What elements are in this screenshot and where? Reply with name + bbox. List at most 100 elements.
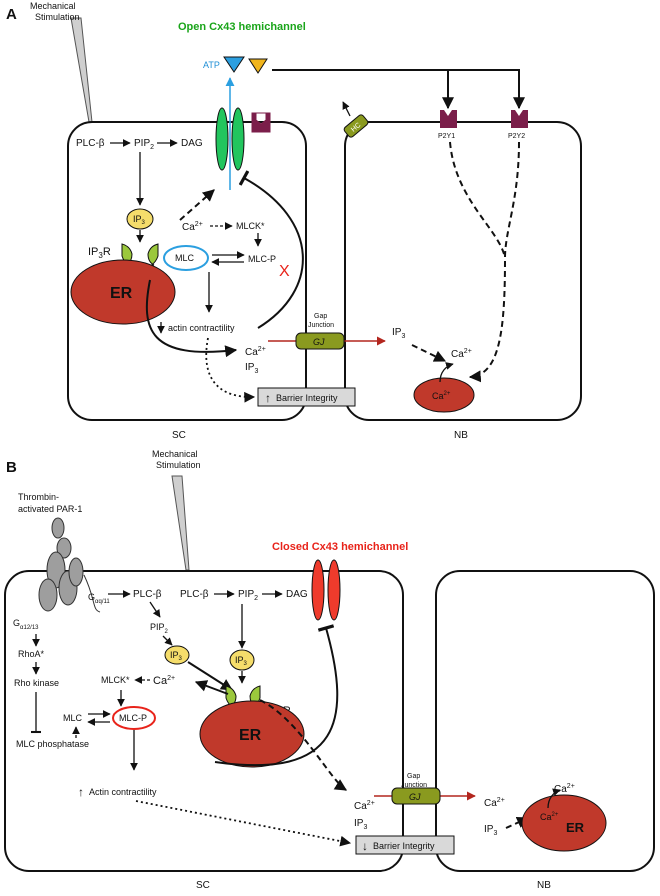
ip3-b1-to-ip3r-arrow bbox=[187, 661, 234, 691]
gj-b-label: GJ bbox=[409, 792, 421, 802]
plc-beta-2-label: PLC-β bbox=[180, 589, 209, 600]
open-cx43-hemichannel-right bbox=[231, 107, 245, 171]
pip2-to-ip3-b1-arrow bbox=[162, 635, 173, 646]
nb-cell bbox=[344, 121, 582, 421]
mlc-phosphatase-label: MLC phosphatase bbox=[16, 739, 89, 749]
ip3-gj-label: IP3 bbox=[245, 362, 258, 375]
nb-hemichannel-icon: HC bbox=[343, 114, 369, 138]
closed-hemichannel-title: Closed Cx43 hemichannel bbox=[272, 541, 408, 553]
mlc-label: MLC bbox=[175, 253, 195, 263]
plc-beta-1-label: PLC-β bbox=[133, 589, 162, 600]
er-to-ca-ip3-curve bbox=[145, 279, 238, 358]
ca-b-label: Ca2+ bbox=[153, 675, 175, 687]
er-organelle-b bbox=[199, 700, 305, 768]
ip3-b2-label: IP3 bbox=[235, 655, 248, 667]
mlcp-label: MLC-P bbox=[248, 254, 276, 264]
rho-kinase-label: Rho kinase bbox=[14, 678, 59, 688]
hc-out-arrow bbox=[342, 101, 351, 117]
atp-triangle-yellow bbox=[248, 58, 268, 74]
actin-b-label: Actin contractility bbox=[89, 787, 157, 797]
actin-inhibits-hemichannel-b bbox=[214, 624, 339, 767]
open-hemichannel-title: Open Cx43 hemichannel bbox=[178, 21, 306, 33]
gap-label-2: Junction bbox=[308, 322, 334, 329]
er-label: ER bbox=[110, 285, 133, 302]
barrier-integrity-b-label: Barrier Integrity bbox=[373, 841, 435, 851]
closed-cx43-hemichannel-right bbox=[327, 559, 341, 621]
gap-junction-b-icon bbox=[391, 787, 441, 805]
gap-b-label-2: Junction bbox=[401, 782, 427, 789]
dag-label: DAG bbox=[181, 138, 203, 149]
ip3-molecule-icon bbox=[126, 208, 154, 230]
nb-er-ca-release-b bbox=[547, 788, 561, 809]
nb-ca-label: Ca2+ bbox=[451, 348, 472, 360]
ca-gj-b-label: Ca2+ bbox=[354, 800, 375, 812]
g1213-label: Gα12/13 bbox=[13, 618, 39, 631]
actin-inhibits-hemichannel-curve bbox=[238, 170, 304, 329]
ip3-molecule-b2-icon bbox=[229, 649, 255, 671]
rhoa-label: RhoA* bbox=[18, 649, 45, 659]
panel-a-letter: A bbox=[6, 6, 17, 23]
nb-er-organelle bbox=[413, 377, 475, 413]
mlcp-b-node bbox=[112, 706, 156, 730]
gap-junction-icon bbox=[295, 332, 345, 350]
p2y1-label: P2Y1 bbox=[438, 133, 455, 140]
hc-label: HC bbox=[350, 122, 362, 134]
pip2-label: PIP2 bbox=[134, 138, 154, 151]
gap-b-label-1: Gap bbox=[407, 773, 420, 780]
thrombin-label-2: activated PAR-1 bbox=[18, 504, 82, 514]
mlc-node bbox=[163, 245, 209, 271]
nb-er-ca-b-label: Ca2+ bbox=[540, 812, 559, 822]
par1-receptor-icon bbox=[38, 517, 101, 613]
mlcp-b-label: MLC-P bbox=[119, 713, 147, 723]
mechanical-label-b-line2: Stimulation bbox=[156, 460, 201, 470]
actin-to-barrier-b-dotted bbox=[135, 800, 352, 847]
p2y2-notch bbox=[515, 110, 523, 116]
barrier-integrity-label: Barrier Integrity bbox=[276, 393, 338, 403]
actin-up-arrow: ↑ bbox=[78, 785, 84, 799]
sc-label-b: SC bbox=[196, 880, 210, 891]
nb-ca-released-b-label: Ca2+ bbox=[554, 783, 575, 795]
pipette-icon bbox=[70, 17, 93, 123]
nb-ca-b-label: Ca2+ bbox=[484, 797, 505, 809]
plc1-to-pip2-arrow bbox=[149, 601, 161, 618]
p2y2-receptor-icon bbox=[511, 110, 528, 128]
er-organelle bbox=[70, 259, 176, 325]
ca-gj-label: Ca2+ bbox=[245, 346, 266, 358]
nb-ip3-to-ca-dashed bbox=[411, 344, 447, 362]
ip3-gj-b-label: IP3 bbox=[354, 818, 367, 831]
mlck-b-label: MLCK* bbox=[101, 675, 130, 685]
thrombin-label-1: Thrombin- bbox=[18, 492, 59, 502]
sc-p2y-receptor-icon bbox=[251, 112, 271, 133]
p2y2-dashed-path bbox=[468, 141, 520, 383]
panel-a: A Mechanical Stimulation Open Cx43 hemic… bbox=[6, 1, 582, 441]
pip2-b1-label: PIP2 bbox=[150, 622, 169, 635]
nb-label: NB bbox=[454, 430, 468, 441]
p2y1-notch bbox=[444, 110, 452, 116]
ip3-label: IP3 bbox=[133, 214, 146, 226]
ca-to-hemichannel-dashed bbox=[179, 189, 215, 221]
mechanical-label-b-line1: Mechanical bbox=[152, 449, 198, 459]
p2y2-label: P2Y2 bbox=[508, 133, 525, 140]
barrier-down-arrow: ↓ bbox=[362, 839, 368, 853]
gq11-label: Gαq/11 bbox=[88, 592, 110, 605]
gap-label-1: Gap bbox=[314, 313, 327, 320]
dag-b-label: DAG bbox=[286, 589, 308, 600]
pipette-icon-b bbox=[171, 475, 190, 571]
nb-er-ca-label: Ca2+ bbox=[432, 391, 451, 401]
ip3r-label: IP3R bbox=[88, 246, 111, 260]
sc-cell bbox=[67, 121, 307, 421]
ca-release-label: Ca2+ bbox=[182, 221, 203, 233]
nb-cell-b bbox=[435, 570, 655, 872]
barrier-up-arrow: ↑ bbox=[265, 391, 271, 405]
nb-er-b-label: ER bbox=[566, 820, 585, 835]
ip3r-to-ca-b-arrow bbox=[194, 680, 229, 695]
panel-b-letter: B bbox=[6, 459, 17, 476]
nb-er-organelle-b bbox=[521, 794, 607, 852]
mechanical-label-line1: Mechanical bbox=[30, 1, 76, 11]
plc-beta-label: PLC-β bbox=[76, 138, 105, 149]
nb-label-b: NB bbox=[537, 880, 551, 891]
actin-label: actin contractility bbox=[168, 323, 235, 333]
nb-ip3-label: IP3 bbox=[392, 327, 405, 340]
